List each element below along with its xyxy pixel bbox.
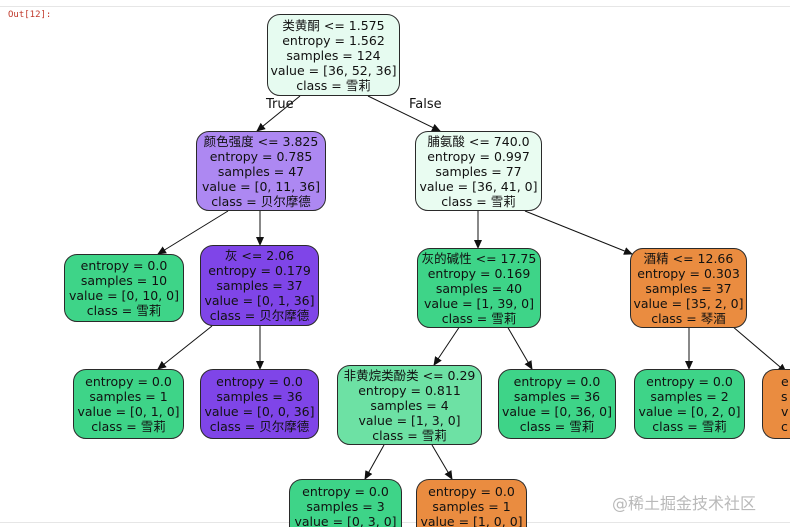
watermark-text: @稀土掘金技术社区 xyxy=(612,494,757,513)
node-samples: samples = 4 xyxy=(370,397,449,413)
node-value: value = [1, 0, 0] xyxy=(420,514,523,527)
node-samples: s xyxy=(781,389,788,404)
node-split: 酒精 <= 12.66 xyxy=(643,250,734,266)
node-split: 非黄烷类酚类 <= 0.29 xyxy=(343,367,476,383)
node-entropy: entropy = 0.785 xyxy=(209,148,313,164)
node-class: class = 雪莉 xyxy=(441,193,516,209)
edge-root-color xyxy=(256,95,301,132)
node-entropy: e xyxy=(781,374,789,389)
tree-node-color-intensity: 颜色强度 <= 3.825 entropy = 0.785 samples = … xyxy=(196,131,326,211)
node-samples: samples = 10 xyxy=(80,273,168,288)
node-value: value = [1, 3, 0] xyxy=(358,412,461,428)
node-value: value = [36, 52, 36] xyxy=(270,62,397,78)
edge-color-leaf-a xyxy=(157,210,229,255)
node-samples: samples = 37 xyxy=(216,278,303,293)
node-value: value = [0, 10, 0] xyxy=(68,288,180,303)
node-samples: samples = 124 xyxy=(286,47,381,63)
node-class: class = 贝尔摩德 xyxy=(209,419,310,434)
node-entropy: entropy = 0.0 xyxy=(302,484,389,499)
node-value: value = [1, 39, 0] xyxy=(423,295,535,311)
edge-nonflav-leaf-h xyxy=(431,444,453,480)
tree-leaf-d: entropy = 0.0 samples = 36 value = [0, 3… xyxy=(498,369,616,439)
node-entropy: entropy = 0.0 xyxy=(646,374,733,389)
node-class: class = 雪莉 xyxy=(296,77,371,93)
tree-node-proline: 脯氨酸 <= 740.0 entropy = 0.997 samples = 7… xyxy=(415,131,542,211)
node-samples: samples = 37 xyxy=(645,280,732,296)
tree-leaf-c: entropy = 0.0 samples = 36 value = [0, 0… xyxy=(200,369,319,439)
node-samples: samples = 1 xyxy=(432,499,511,514)
node-entropy: entropy = 0.0 xyxy=(216,374,303,389)
node-value: v xyxy=(781,404,789,419)
node-value: value = [0, 1, 0] xyxy=(77,404,180,419)
node-value: value = [0, 0, 36] xyxy=(204,404,315,419)
tree-node-ash-alkalinity: 灰的碱性 <= 17.75 entropy = 0.169 samples = … xyxy=(417,248,541,328)
tree-leaf-f-clipped: e s v c xyxy=(762,369,790,439)
node-split: 灰 <= 2.06 xyxy=(224,248,295,263)
node-split: 脯氨酸 <= 740.0 xyxy=(427,133,530,149)
node-class: class = 雪莉 xyxy=(86,303,162,318)
edge-ash-leaf-b xyxy=(157,325,213,370)
node-entropy: entropy = 0.0 xyxy=(513,374,601,389)
node-class: class = 贝尔摩德 xyxy=(211,193,311,209)
node-samples: samples = 36 xyxy=(216,389,303,404)
tree-leaf-g: entropy = 0.0 samples = 3 value = [0, 3,… xyxy=(289,479,402,527)
node-entropy: entropy = 1.562 xyxy=(282,32,385,48)
node-samples: samples = 36 xyxy=(513,389,601,404)
tree-node-alcohol: 酒精 <= 12.66 entropy = 0.303 samples = 37… xyxy=(630,248,747,328)
edge-proline-alcohol xyxy=(524,210,633,255)
tree-node-nonflavanoid: 非黄烷类酚类 <= 0.29 entropy = 0.811 samples =… xyxy=(337,365,482,445)
node-value: value = [35, 2, 0] xyxy=(633,295,744,311)
node-entropy: entropy = 0.179 xyxy=(208,263,311,278)
node-class: c xyxy=(781,419,788,434)
node-entropy: entropy = 0.811 xyxy=(358,382,461,398)
node-class: class = 雪莉 xyxy=(519,419,595,434)
node-samples: samples = 2 xyxy=(650,389,729,404)
edge-label-false: False xyxy=(409,97,442,112)
node-entropy: entropy = 0.0 xyxy=(80,258,168,273)
node-split: 类黄酮 <= 1.575 xyxy=(282,17,385,33)
node-value: value = [36, 41, 0] xyxy=(419,178,538,194)
edge-alk-nonflav xyxy=(433,325,461,366)
node-value: value = [0, 2, 0] xyxy=(638,404,741,419)
node-value: value = [0, 1, 36] xyxy=(204,293,315,308)
node-samples: samples = 47 xyxy=(217,163,305,179)
edge-root-proline xyxy=(367,95,441,132)
node-split: 颜色强度 <= 3.825 xyxy=(203,133,319,149)
edge-alcohol-leaf-f xyxy=(731,325,787,373)
node-class: class = 贝尔摩德 xyxy=(209,308,310,323)
node-samples: samples = 1 xyxy=(89,389,168,404)
edge-nonflav-leaf-g xyxy=(364,444,385,480)
node-entropy: entropy = 0.169 xyxy=(427,265,531,281)
node-entropy: entropy = 0.0 xyxy=(428,484,515,499)
node-class: class = 雪莉 xyxy=(441,310,517,326)
tree-node-root: 类黄酮 <= 1.575 entropy = 1.562 samples = 1… xyxy=(267,14,400,96)
node-entropy: entropy = 0.303 xyxy=(637,265,740,281)
node-samples: samples = 40 xyxy=(435,280,523,296)
tree-node-ash: 灰 <= 2.06 entropy = 0.179 samples = 37 v… xyxy=(200,245,319,326)
node-class: class = 雪莉 xyxy=(91,419,166,434)
edge-label-true: True xyxy=(266,97,294,112)
edge-alk-leaf-d xyxy=(506,325,533,370)
cell-output-label: Out[12]: xyxy=(8,10,52,20)
node-class: class = 琴酒 xyxy=(651,310,726,326)
node-entropy: entropy = 0.0 xyxy=(85,374,172,389)
node-value: value = [0, 11, 36] xyxy=(202,178,320,194)
node-samples: samples = 3 xyxy=(306,499,385,514)
node-class: class = 雪莉 xyxy=(372,427,447,443)
tree-leaf-a: entropy = 0.0 samples = 10 value = [0, 1… xyxy=(64,254,184,322)
node-value: value = [0, 36, 0] xyxy=(501,404,613,419)
tree-leaf-e: entropy = 0.0 samples = 2 value = [0, 2,… xyxy=(634,369,745,439)
node-value: value = [0, 3, 0] xyxy=(294,514,397,527)
node-class: class = 雪莉 xyxy=(652,419,727,434)
tree-leaf-b: entropy = 0.0 samples = 1 value = [0, 1,… xyxy=(73,369,184,439)
tree-leaf-h: entropy = 0.0 samples = 1 value = [1, 0,… xyxy=(416,479,527,527)
node-entropy: entropy = 0.997 xyxy=(427,148,530,164)
node-split: 灰的碱性 <= 17.75 xyxy=(421,250,537,266)
top-divider xyxy=(0,6,790,7)
node-samples: samples = 77 xyxy=(435,163,522,179)
